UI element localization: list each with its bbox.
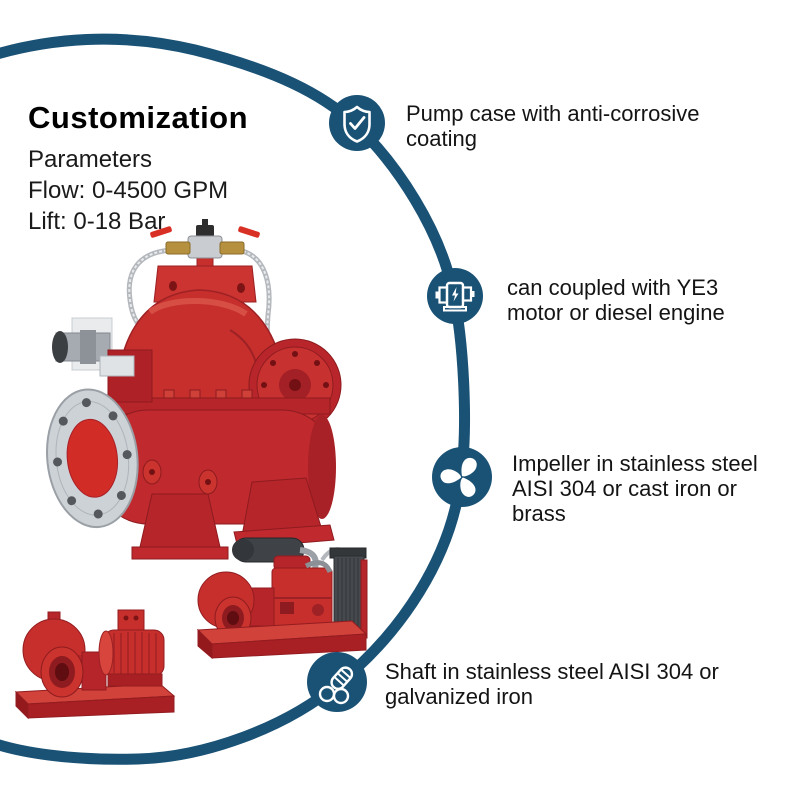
shield-check-icon	[329, 95, 385, 151]
title-block: Customization Parameters Flow: 0-4500 GP…	[28, 98, 248, 237]
feature-line: AISI 304 or cast iron or	[512, 476, 737, 501]
feature-line: Pump case with anti-corrosive	[406, 101, 700, 126]
feature-line: brass	[512, 501, 566, 526]
electric-motor-icon	[427, 268, 483, 324]
feature-motor-coupling: can coupled with YE3 motor or diesel eng…	[507, 275, 725, 325]
feature-line: can coupled with YE3	[507, 275, 719, 300]
feature-line: Impeller in stainless steel	[512, 451, 758, 476]
shaft-bundle-icon	[307, 652, 367, 712]
main-split-case-pump	[45, 219, 342, 560]
spec-lift: Lift: 0-18 Bar	[28, 208, 166, 235]
motor-pump-set	[14, 609, 176, 720]
feature-shaft: Shaft in stainless steel AISI 304 or gal…	[385, 659, 719, 709]
feature-line: galvanized iron	[385, 684, 533, 709]
page-title: Customization	[28, 100, 249, 135]
subtitle-parameters: Parameters	[28, 146, 153, 173]
impeller-fan-icon	[432, 447, 492, 507]
diesel-engine-pump-set	[196, 537, 368, 660]
feature-line: coating	[406, 126, 477, 151]
feature-line: motor or diesel engine	[507, 300, 725, 325]
feature-line: Shaft in stainless steel AISI 304 or	[385, 659, 719, 684]
feature-impeller: Impeller in stainless steel AISI 304 or …	[512, 451, 758, 526]
spec-flow: Flow: 0-4500 GPM	[28, 177, 229, 204]
feature-pump-case: Pump case with anti-corrosive coating	[406, 101, 699, 151]
